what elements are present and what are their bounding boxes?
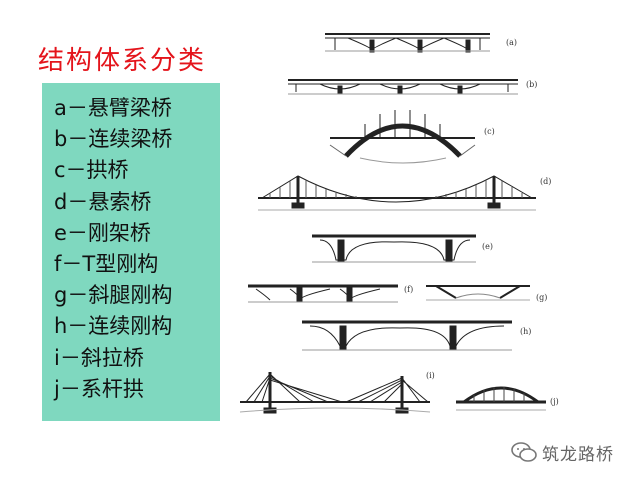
bridge-f-t-rigid-frame: (f) <box>248 284 413 303</box>
watermark: 筑龙路桥 <box>510 437 614 467</box>
figure-label-i: (i) <box>426 371 435 380</box>
figure-label-a: (a) <box>506 38 517 47</box>
bridge-g-slant-legged-frame: (g) <box>426 285 547 302</box>
bridge-h-continuous-rigid-frame: (h) <box>302 320 531 351</box>
figure-label-g: (g) <box>536 293 547 302</box>
figure-label-b: (b) <box>526 80 537 89</box>
figure-label-e: (e) <box>482 242 493 251</box>
legend-item-g: g－斜腿刚构 <box>54 283 173 308</box>
figure-label-c: (c) <box>484 127 495 136</box>
bridge-e-rigid-frame: (e) <box>312 234 493 263</box>
legend-item-c: c－拱桥 <box>54 158 129 183</box>
figure-label-d: (d) <box>540 177 551 186</box>
legend-box: a－悬臂梁桥 b－连续梁桥 c－拱桥 d－悬索桥 e－刚架桥 f－T型刚构 g－… <box>42 83 220 421</box>
legend-item-b: b－连续梁桥 <box>54 127 173 152</box>
legend-item-d: d－悬索桥 <box>54 189 152 214</box>
figure-label-f: (f) <box>404 285 413 294</box>
legend-item-i: i－斜拉桥 <box>54 345 144 370</box>
figure-label-h: (h) <box>520 327 531 336</box>
bridge-j-tied-arch: (j) <box>456 386 559 411</box>
bridge-d-suspension: (d) <box>258 175 551 211</box>
wechat-icon <box>511 442 537 462</box>
legend-item-j: j－系杆拱 <box>54 376 144 401</box>
bridge-a-cantilever-beam: (a) <box>325 33 517 53</box>
legend-item-a: a－悬臂梁桥 <box>54 96 172 120</box>
legend-item-f: f－T型刚构 <box>54 251 159 276</box>
legend-item-h: h－连续刚构 <box>54 314 173 339</box>
legend-item-e: e－刚架桥 <box>54 220 151 245</box>
bridge-i-cable-stayed: (i) <box>239 371 435 414</box>
watermark-text: 筑龙路桥 <box>542 444 614 465</box>
bridge-b-continuous-beam: (b) <box>288 79 537 95</box>
bridge-c-arch: (c) <box>329 110 495 164</box>
figure-label-j: (j) <box>550 397 559 406</box>
page-title: 结构体系分类 <box>38 46 207 76</box>
